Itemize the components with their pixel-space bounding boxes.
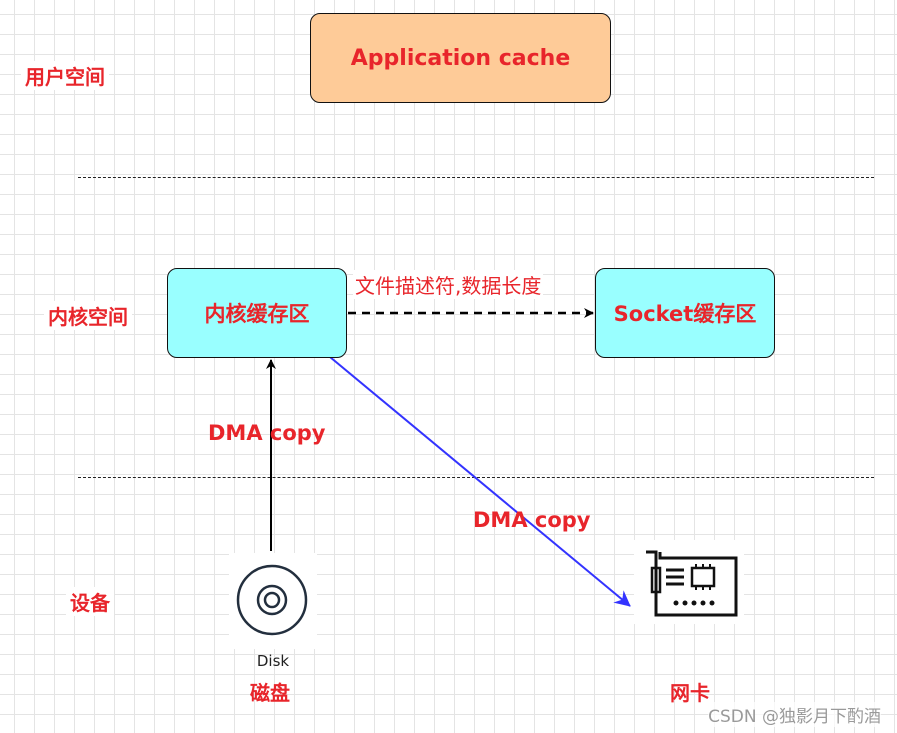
- application-cache-box: Application cache: [310, 13, 611, 103]
- socket-buffer-box: Socket缓存区: [595, 268, 775, 358]
- socket-buffer-label: Socket缓存区: [613, 302, 757, 326]
- disk-icon: [229, 553, 317, 649]
- watermark: CSDN @独影月下酌酒: [708, 702, 881, 727]
- user-space-label: 用户空间: [21, 61, 109, 90]
- kernel-buffer-box: 内核缓存区: [167, 268, 347, 358]
- dma-copy-nic-label: DMA copy: [473, 508, 591, 532]
- fd-length-label: 文件描述符,数据长度: [353, 270, 544, 299]
- application-cache-label: Application cache: [350, 45, 571, 71]
- kernel-space-label: 内核空间: [44, 301, 132, 330]
- devices-label: 设备: [66, 587, 114, 616]
- dma-copy-disk-label: DMA copy: [208, 421, 326, 445]
- nic-name: 网卡: [670, 681, 710, 705]
- kernel-buffer-label: 内核缓存区: [204, 302, 310, 326]
- user-kernel-divider: [78, 177, 874, 178]
- disk-name: 磁盘: [250, 681, 290, 705]
- kernel-to-nic-arrow: [329, 356, 631, 607]
- disk-caption: Disk: [256, 652, 290, 670]
- network-card-icon: [634, 540, 744, 624]
